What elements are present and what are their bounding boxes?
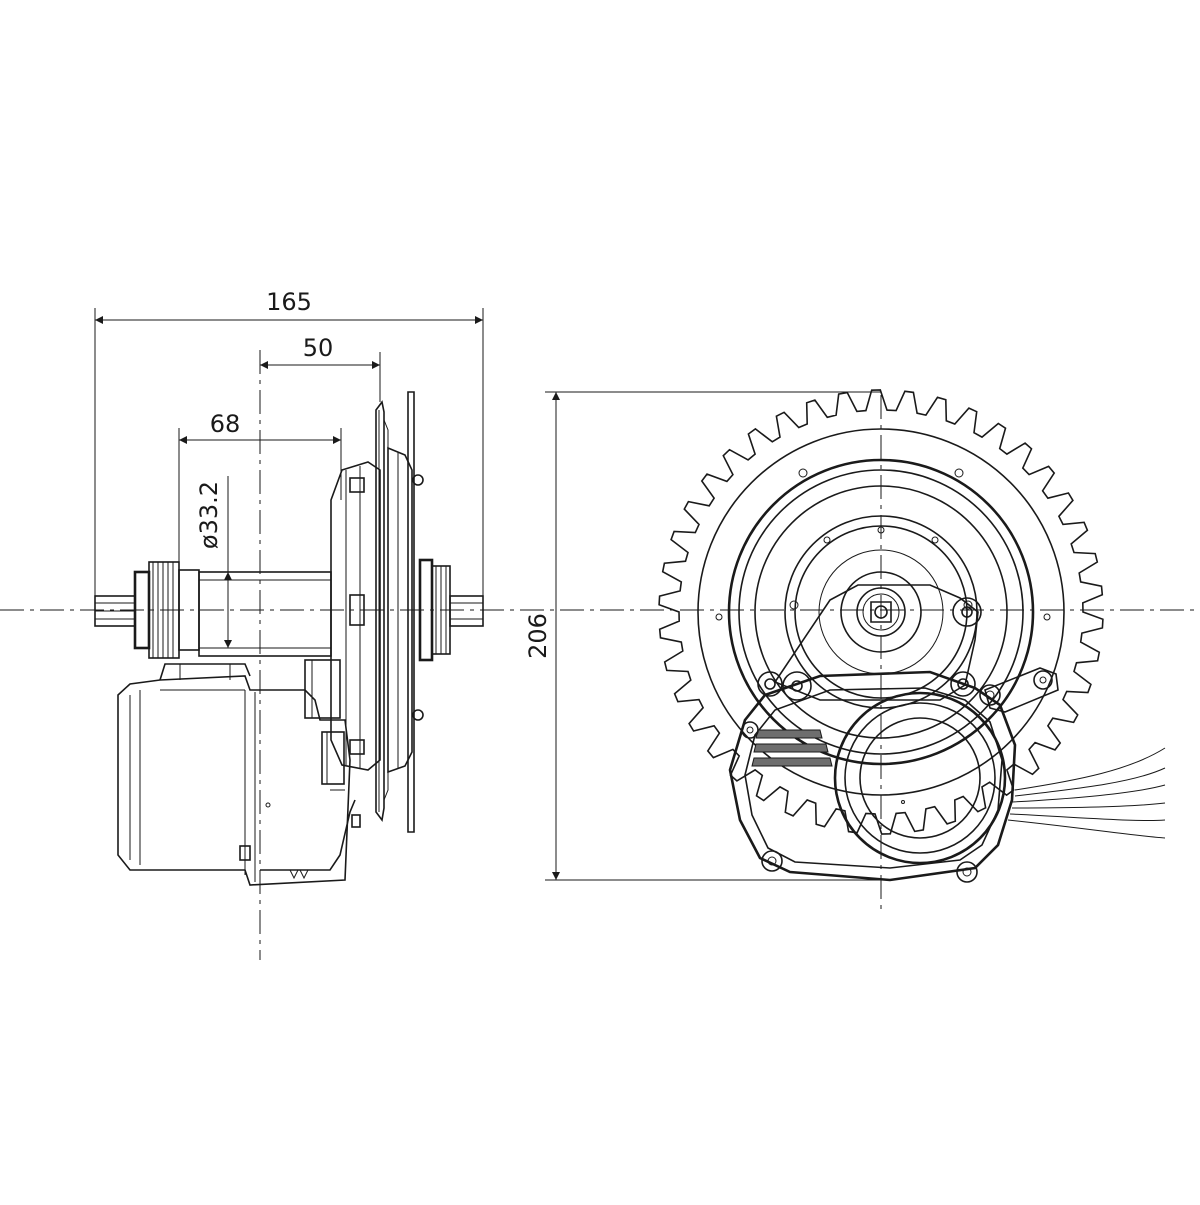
dim-label-68: 68 <box>210 410 241 438</box>
chainring-teeth <box>658 389 1104 835</box>
left-shaft-end <box>94 595 136 627</box>
dim-label-50: 50 <box>303 334 334 362</box>
motor-housing <box>117 659 361 886</box>
spider-rings <box>715 458 1051 766</box>
dim-spindle-diameter: ø33.2 <box>195 476 232 648</box>
motor-cap-outer <box>833 691 1007 865</box>
mounting-bracket <box>757 584 1059 713</box>
dim-spindle-section: 68 <box>178 410 342 562</box>
motor-cover <box>728 670 1017 883</box>
chainring-root-circle <box>697 428 1065 796</box>
motor-cap-inner <box>859 717 981 839</box>
dim-label-165: 165 <box>266 288 312 316</box>
dim-label-206: 206 <box>524 613 552 659</box>
front-view: 206 <box>524 389 1166 915</box>
dim-height: 206 <box>524 391 881 881</box>
mounting-plate <box>330 461 381 771</box>
side-view: 165 50 68 ø33.2 <box>0 288 1200 960</box>
dim-chainring-offset: 50 <box>260 334 381 402</box>
chainring-profile <box>375 391 424 833</box>
cable-bundle <box>1007 747 1166 839</box>
right-shaft-end <box>418 558 484 662</box>
spindle-tube <box>198 571 332 657</box>
vent-slots <box>751 729 833 767</box>
dim-label-diameter: ø33.2 <box>195 481 223 549</box>
dim-overall-width: 165 <box>94 288 484 596</box>
